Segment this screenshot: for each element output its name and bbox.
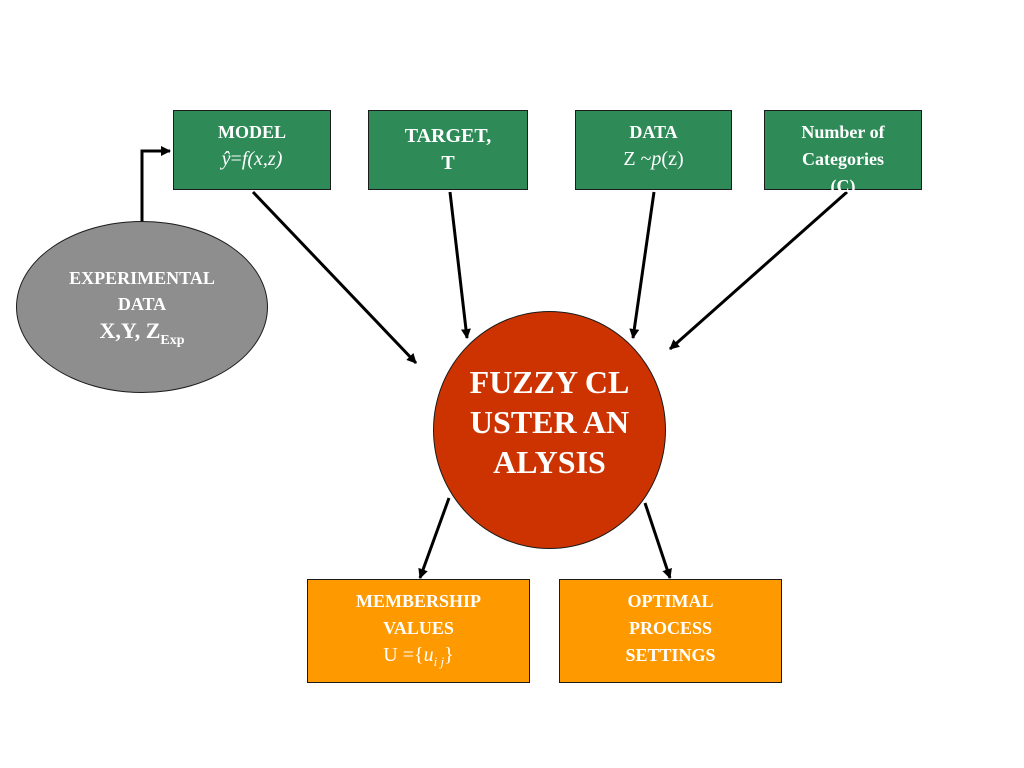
fuzzy-cluster-analysis-circle: FUZZY CLUSTER ANALYSIS — [433, 311, 666, 549]
target-box: TARGET, T — [368, 110, 528, 190]
membership-line2: VALUES — [383, 618, 454, 638]
membership-line1: MEMBERSHIP — [355, 591, 481, 611]
model-formula: ŷ=f(x,z) — [221, 148, 283, 170]
target-label: TARGET, — [404, 125, 492, 147]
categories-line3: (C) — [830, 176, 856, 196]
arrow-data-to-fuzzy — [629, 191, 656, 339]
membership-values-box: MEMBERSHIP VALUES U ={ui j} — [307, 579, 530, 683]
model-box: MODEL ŷ=f(x,z) — [173, 110, 331, 190]
arrow-fuzzy-to-optimal — [643, 502, 672, 579]
fuzzy-cluster-analysis-label: FUZZY CLUSTER ANALYSIS — [469, 364, 630, 480]
membership-formula: U ={ui j} — [383, 644, 454, 669]
arrow-experimental-to-model — [140, 146, 171, 222]
target-symbol: T — [441, 152, 455, 174]
data-box: DATA Z ~p(z) — [575, 110, 732, 190]
arrow-categories-to-fuzzy — [669, 190, 848, 351]
categories-line1: Number of — [801, 122, 885, 142]
data-formula: Z ~p(z) — [623, 148, 684, 170]
optimal-line1: OPTIMAL — [627, 591, 714, 611]
optimal-line3: SETTINGS — [625, 645, 716, 665]
optimal-process-settings-box: OPTIMAL PROCESS SETTINGS — [559, 579, 782, 683]
arrow-target-to-fuzzy — [448, 191, 471, 339]
arrow-fuzzy-to-membership — [418, 497, 451, 579]
model-title: MODEL — [217, 122, 286, 142]
data-title: DATA — [629, 122, 678, 142]
categories-line2: Categories — [802, 149, 884, 169]
experimental-data-ellipse: EXPERIMENTAL DATA X,Y, ZExp — [16, 221, 268, 393]
experimental-variables: X,Y, ZExp — [99, 318, 185, 348]
optimal-line2: PROCESS — [628, 618, 713, 638]
categories-box: Number of Categories (C) — [764, 110, 922, 196]
arrow-model-to-fuzzy — [251, 190, 418, 365]
experimental-label: EXPERIMENTAL DATA — [69, 268, 215, 314]
